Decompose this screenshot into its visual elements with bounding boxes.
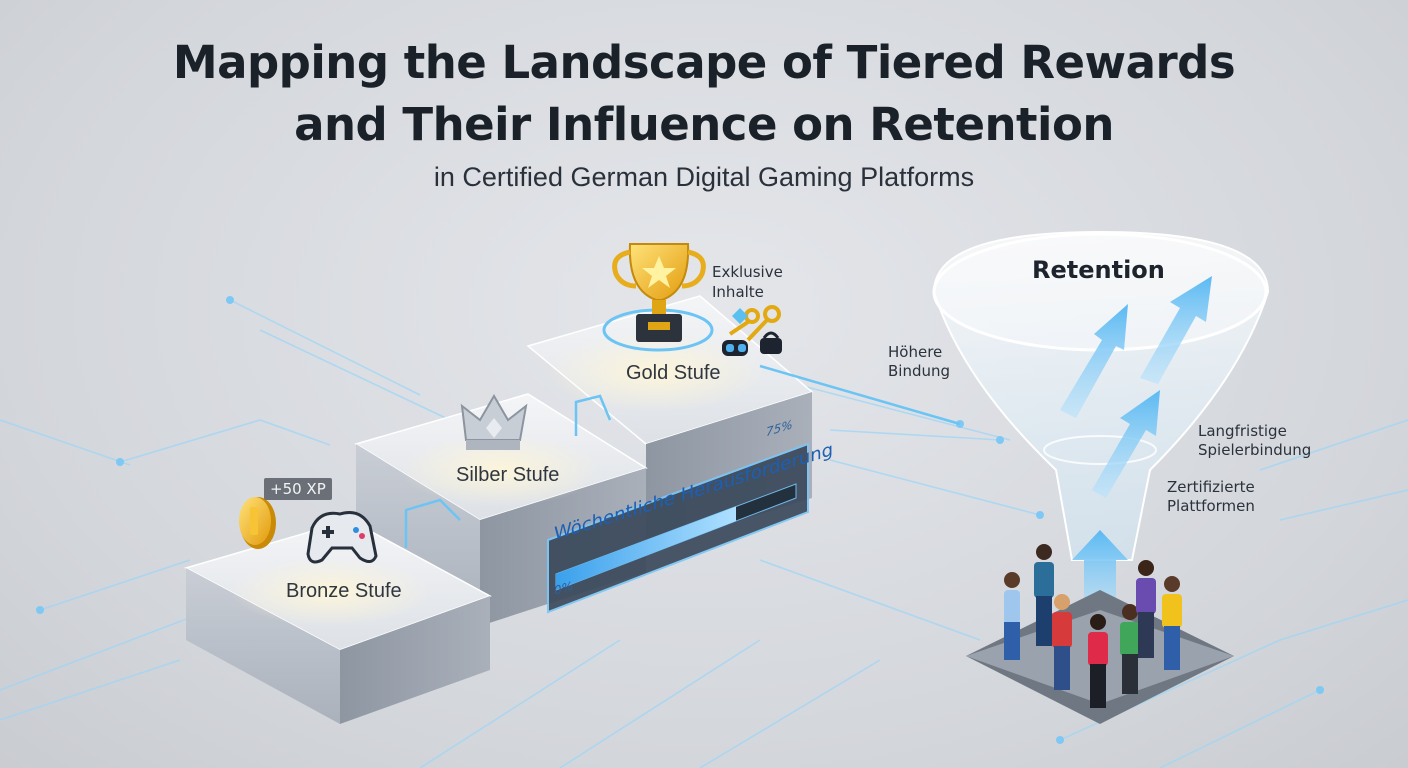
funnel-label-longterm-line2: Spielerbindung [1198,441,1312,459]
bronze-tier-block [184,519,492,724]
page-title-line2: and Their Influence on Retention [294,98,1114,151]
player-figure-icon [1088,614,1108,708]
funnel-title: Retention [1032,256,1165,284]
bronze-tier-label: Bronze Stufe [286,580,402,602]
key-icon [728,305,781,342]
player-figure-icon [1034,544,1054,646]
tier-link-lines [404,364,961,548]
challenge-end-value: 75% [766,417,793,440]
crown-icon [460,394,528,450]
xp-badge: +50 XP [264,478,332,500]
page-subtitle: in Certified German Digital Gaming Platf… [433,162,975,192]
player-figure-icon [1136,560,1156,658]
challenge-panel [547,442,809,614]
challenge-progress-fill [556,506,736,590]
funnel-label-certified-line2: Plattformen [1167,497,1255,515]
player-group [1004,544,1182,708]
gamepad-icon [306,511,378,564]
trophy-icon [602,243,714,352]
coin-icon [239,497,276,549]
funnel-label-longterm-line1: Langfristige [1198,422,1287,440]
gold-reward-line2: Inhalte [712,283,764,301]
page-title-line1: Mapping the Landscape of Tiered Rewards [172,36,1236,89]
player-figure-icon [1162,576,1182,670]
player-figure-icon [1052,594,1072,690]
silver-tier-label: Silber Stufe [456,464,560,486]
key-icon [732,308,748,324]
gold-tier-label: Gold Stufe [626,362,721,384]
player-figure-icon [1120,604,1140,694]
funnel-label-higher-line1: Höhere [888,343,943,361]
funnel-label-certified-line1: Zertifizierte [1167,478,1255,496]
circuit-lines [0,299,1408,768]
gold-reward-line1: Exklusive [712,263,783,281]
vr-headset-icon [722,331,782,356]
funnel-label-higher-line2: Bindung [888,362,951,380]
player-figure-icon [1004,572,1020,660]
